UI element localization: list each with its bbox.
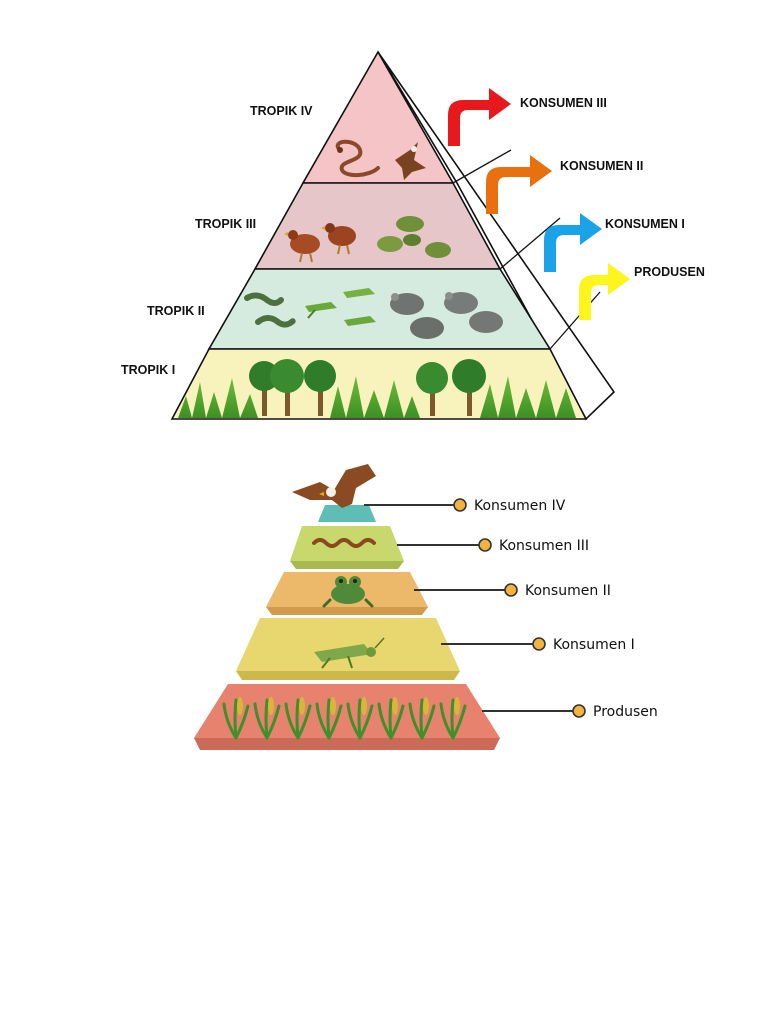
snake-icon-bottom — [312, 538, 376, 548]
caterpillar-icon — [244, 292, 297, 328]
arrow-produsen-icon — [579, 263, 630, 320]
arrow-konsumen-iii-icon — [448, 88, 511, 146]
konsumen-i-label: KONSUMEN I — [605, 217, 685, 231]
rice-grain-icon — [454, 697, 460, 715]
konsumen-i-marker-icon — [532, 637, 546, 651]
mouse-icon — [390, 292, 503, 339]
rice-grain-icon — [423, 697, 429, 715]
tropik-ii-label: TROPIK II — [147, 304, 205, 318]
konsumen-iv-marker-icon — [453, 498, 467, 512]
konsumen-i-tier — [236, 671, 460, 680]
snake-icon — [335, 139, 380, 177]
eagle-icon — [395, 142, 426, 180]
rice-grain-icon — [392, 697, 398, 715]
rice-plant-icon — [222, 697, 467, 740]
eagle-icon-bottom — [292, 464, 376, 508]
grasshopper-icon — [305, 288, 376, 326]
grass-icon — [178, 376, 576, 418]
tropik-i-label: TROPIK I — [121, 363, 175, 377]
konsumen-iii-label-bottom: Konsumen III — [499, 538, 589, 554]
konsumen-ii-tier — [266, 607, 428, 615]
tropik-iv-label: TROPIK IV — [250, 104, 313, 118]
konsumen-ii-label: KONSUMEN II — [560, 159, 643, 173]
konsumen-ii-marker-icon — [504, 583, 518, 597]
konsumen-iii-label: KONSUMEN III — [520, 96, 607, 110]
rice-grain-icon — [299, 697, 305, 715]
konsumen-iv-label-bottom: Konsumen IV — [474, 498, 566, 514]
frog-icon — [377, 216, 451, 258]
produsen-label: PRODUSEN — [634, 265, 705, 279]
rice-grain-icon — [268, 697, 274, 715]
produsen-tier — [194, 738, 500, 750]
frog-icon-bottom — [322, 576, 374, 608]
rice-grain-icon — [330, 697, 336, 715]
produsen-label-bottom: Produsen — [593, 704, 658, 720]
arrow-konsumen-ii-icon — [486, 155, 552, 214]
chicken-icon — [284, 230, 320, 263]
chicken-icon-2 — [321, 223, 356, 255]
tree-icon — [249, 359, 486, 416]
ecological-pyramid-bottom: Konsumen IV Konsumen III Konsumen II Kon… — [194, 464, 658, 750]
konsumen-iii-tier — [290, 561, 404, 569]
tropik-ii-band — [207, 268, 552, 350]
rice-grain-icon — [237, 697, 243, 715]
trophic-pyramid-top: TROPIK IV TROPIK III TROPIK II TROPIK I … — [121, 50, 705, 421]
konsumen-i-label-bottom: Konsumen I — [553, 637, 635, 653]
arrow-konsumen-i-icon — [544, 213, 602, 272]
rice-grain-icon — [361, 697, 367, 715]
grasshopper-icon-bottom — [314, 637, 385, 669]
konsumen-iii-marker-icon — [478, 538, 492, 552]
konsumen-ii-label-bottom: Konsumen II — [525, 583, 611, 599]
produsen-marker-icon — [572, 704, 586, 718]
konsumen-iv-tier — [318, 505, 376, 522]
tropik-iii-label: TROPIK III — [195, 217, 256, 231]
tropik-iv-band — [301, 50, 455, 184]
